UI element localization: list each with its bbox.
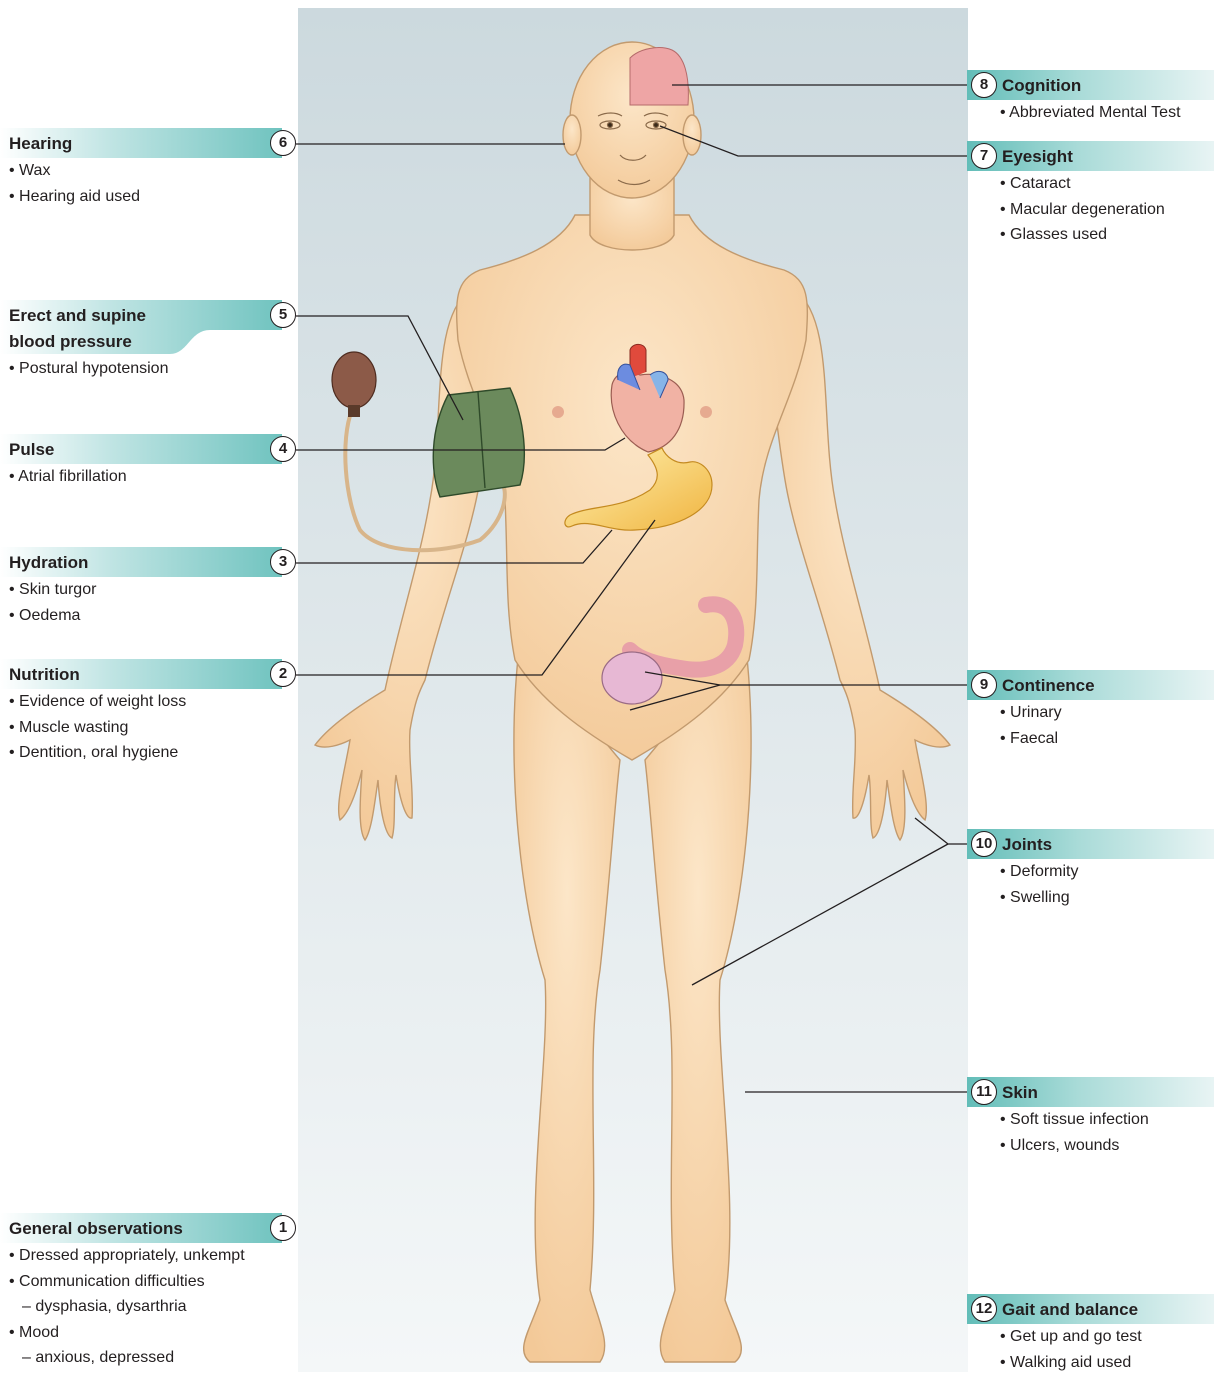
list-item: • Evidence of weight loss — [9, 689, 300, 715]
bladder — [602, 652, 662, 704]
section-title: Cognition — [1002, 76, 1081, 96]
list-item: • Dentition, oral hygiene — [9, 740, 300, 766]
section-hearing: Hearing 6 • Wax • Hearing aid used — [0, 128, 300, 209]
section-title: Skin — [1002, 1083, 1038, 1103]
list-subitem: – dysphasia, dysarthria — [9, 1294, 300, 1320]
section-title: Joints — [1002, 835, 1052, 855]
number-badge: 8 — [971, 72, 997, 98]
list-item: • Atrial fibrillation — [9, 464, 300, 490]
section-nutrition: Nutrition 2 • Evidence of weight loss • … — [0, 659, 300, 766]
list-item: • Hearing aid used — [9, 184, 300, 210]
number-badge: 6 — [270, 130, 296, 156]
section-title: Pulse — [9, 440, 54, 460]
list-item: • Abbreviated Mental Test — [1000, 100, 1214, 126]
list-item: • Glasses used — [1000, 222, 1214, 248]
list-item: • Skin turgor — [9, 577, 300, 603]
section-eyesight: 7 Eyesight • Cataract • Macular degenera… — [967, 141, 1214, 248]
number-badge: 5 — [270, 302, 296, 328]
list-item: • Cataract — [1000, 171, 1214, 197]
section-title: Eyesight — [1002, 147, 1073, 167]
number-badge: 4 — [270, 436, 296, 462]
section-title: Gait and balance — [1002, 1300, 1138, 1320]
number-badge: 1 — [270, 1215, 296, 1241]
list-item: • Dressed appropriately, unkempt — [9, 1243, 300, 1269]
section-gait-balance: 12 Gait and balance • Get up and go test… — [967, 1294, 1214, 1375]
section-title-line2: blood pressure — [9, 332, 132, 352]
list-item: • Ulcers, wounds — [1000, 1133, 1214, 1159]
section-title: Nutrition — [9, 665, 80, 685]
list-item: • Communication difficulties — [9, 1269, 300, 1295]
list-item: • Urinary — [1000, 700, 1214, 726]
list-item: • Faecal — [1000, 726, 1214, 752]
section-blood-pressure: Erect and supine blood pressure 5 • Post… — [0, 300, 300, 382]
list-item: • Walking aid used — [1000, 1350, 1214, 1375]
number-badge: 11 — [971, 1079, 997, 1105]
section-title: Hydration — [9, 553, 88, 573]
number-badge: 3 — [270, 549, 296, 575]
section-hydration: Hydration 3 • Skin turgor • Oedema — [0, 547, 300, 628]
list-item: • Postural hypotension — [9, 356, 300, 382]
number-badge: 12 — [971, 1296, 997, 1322]
section-title: General observations — [9, 1219, 183, 1239]
section-joints: 10 Joints • Deformity • Swelling — [967, 829, 1214, 910]
brain — [630, 48, 688, 105]
section-title: Continence — [1002, 676, 1095, 696]
list-item: • Deformity — [1000, 859, 1214, 885]
section-title: Erect and supine — [9, 306, 146, 326]
right-ear — [683, 115, 701, 155]
section-pulse: Pulse 4 • Atrial fibrillation — [0, 434, 300, 490]
left-ear — [563, 115, 581, 155]
section-general-observations: General observations 1 • Dressed appropr… — [0, 1213, 300, 1371]
list-item: • Macular degeneration — [1000, 197, 1214, 223]
list-item: • Mood — [9, 1320, 300, 1346]
list-item: • Oedema — [9, 603, 300, 629]
section-continence: 9 Continence • Urinary • Faecal — [967, 670, 1214, 751]
number-badge: 7 — [971, 143, 997, 169]
list-subitem: – anxious, depressed — [9, 1345, 300, 1371]
number-badge: 10 — [971, 831, 997, 857]
list-item: • Soft tissue infection — [1000, 1107, 1214, 1133]
left-nipple — [552, 406, 564, 418]
section-title: Hearing — [9, 134, 72, 154]
list-item: • Wax — [9, 158, 300, 184]
number-badge: 2 — [270, 661, 296, 687]
section-cognition: 8 Cognition • Abbreviated Mental Test — [967, 70, 1214, 126]
number-badge: 9 — [971, 672, 997, 698]
list-item: • Muscle wasting — [9, 715, 300, 741]
right-nipple — [700, 406, 712, 418]
list-item: • Get up and go test — [1000, 1324, 1214, 1350]
section-skin: 11 Skin • Soft tissue infection • Ulcers… — [967, 1077, 1214, 1158]
list-item: • Swelling — [1000, 885, 1214, 911]
